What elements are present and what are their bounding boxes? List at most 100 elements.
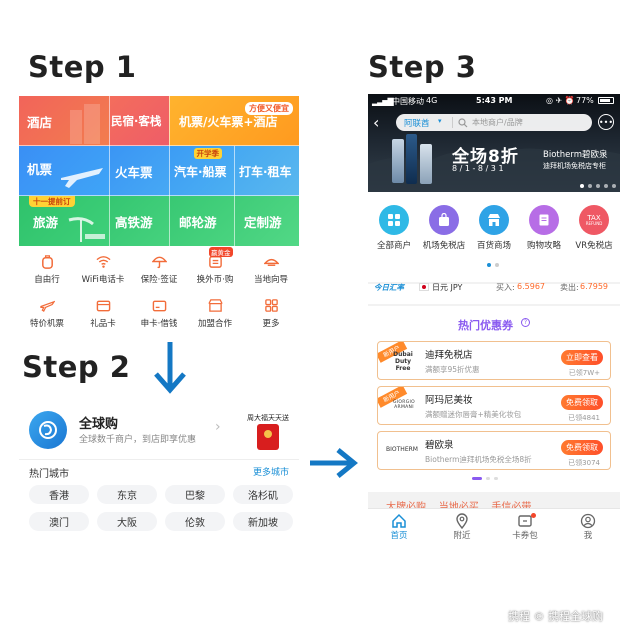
signal-icon: ▂▃▅▇ xyxy=(372,97,394,106)
tile-hotel-label: 酒店 xyxy=(27,114,53,130)
rate-sell-value: 6.7959 xyxy=(580,282,608,291)
rate-buy-label: 买入: xyxy=(496,283,515,292)
claim-coupon-button[interactable]: 免费领取 xyxy=(561,395,603,410)
home-icon xyxy=(392,513,406,528)
divider xyxy=(234,146,235,246)
product-bottle-3 xyxy=(420,144,432,184)
guide-hat-icon xyxy=(263,258,279,266)
icon-local-guide[interactable]: 当地向导 xyxy=(243,254,299,285)
rate-logo: 今日汇率 xyxy=(374,283,404,292)
icon-label: 换外币·购 xyxy=(196,275,234,285)
tile-taxi-rental[interactable]: 打车·租车 xyxy=(234,146,299,196)
city-chip[interactable]: 东京 xyxy=(97,485,157,504)
tile-cruise-label: 邮轮游 xyxy=(179,214,217,230)
chevron-down-icon: ▾ xyxy=(438,117,442,125)
tile-tour[interactable]: 十一提前订 旅游 xyxy=(19,196,109,246)
tile-hsr-tour-label: 高铁游 xyxy=(115,214,153,230)
arrow-down-icon xyxy=(154,342,186,394)
category-vr-dutyfree[interactable]: TAX REFUND VR免税店 xyxy=(569,205,619,251)
search-bar[interactable]: 阿联酋 ▾ 本地商户/品牌 xyxy=(396,114,592,131)
network-type: 4G xyxy=(426,96,438,105)
tile-hotel[interactable]: 酒店 xyxy=(19,96,109,146)
tile-flight[interactable]: 机票 xyxy=(19,146,109,196)
tile-hsr-tour[interactable]: 高铁游 xyxy=(109,196,169,246)
category-label: VR免税店 xyxy=(575,241,613,251)
coupon-desc: Biotherm迪拜机场免税全场8折 xyxy=(425,455,532,464)
tile-train[interactable]: 火车票 xyxy=(109,146,169,196)
icon-card-loan[interactable]: 申卡·借钱 xyxy=(131,298,187,329)
icon-franchise[interactable]: 加盟合作 xyxy=(187,298,243,329)
coupon-logo: GIORGIO ARMANI xyxy=(393,400,415,410)
wifi-icon xyxy=(95,256,111,268)
more-options-icon[interactable]: ••• xyxy=(598,114,614,130)
icon-insurance-visa[interactable]: 保险·签证 xyxy=(131,254,187,285)
city-chip[interactable]: 洛杉矶 xyxy=(233,485,293,504)
more-cities-link[interactable]: 更多城市 xyxy=(253,468,290,478)
city-chip[interactable]: 伦敦 xyxy=(165,512,225,531)
coupon-logo: Dubai Duty Free xyxy=(393,351,413,372)
category-airport-dutyfree[interactable]: 机场免税店 xyxy=(419,205,469,251)
claim-coupon-button[interactable]: 免费领取 xyxy=(561,440,603,455)
hot-coupons-title: 热门优惠券 xyxy=(458,319,513,332)
step1-panel: 酒店 民宿·客栈 机票/火车票+酒店 方便又便宜 机票 火车票 汽车·船票 开学… xyxy=(19,96,299,338)
city-chip[interactable]: 新加坡 xyxy=(233,512,293,531)
tab-home[interactable]: 首页 xyxy=(374,513,424,541)
tax-text: TAX xyxy=(587,213,601,222)
city-chip[interactable]: 大阪 xyxy=(97,512,157,531)
icon-special-flight[interactable]: 特价机票 xyxy=(19,298,75,329)
coupon-card[interactable]: BIOTHERM 碧欧泉 Biotherm迪拜机场免税全场8折 免费领取 已领3… xyxy=(377,431,611,470)
coupon-card[interactable]: 新用户 Dubai Duty Free 迪拜免税店 满额享95折优惠 立即查看 … xyxy=(377,341,611,380)
arrow-right-icon xyxy=(310,448,358,478)
city-chip[interactable]: 巴黎 xyxy=(165,485,225,504)
info-icon[interactable]: ? xyxy=(521,318,530,327)
tile-flight-train-hotel-label: 机票/火车票+酒店 xyxy=(179,114,278,129)
category-department-store[interactable]: 百货商场 xyxy=(469,205,519,251)
tab-me[interactable]: 我 xyxy=(563,513,613,541)
icon-wifi-card[interactable]: WiFi电话卡 xyxy=(75,254,131,285)
icon-label: 更多 xyxy=(262,319,280,329)
location-pin-icon xyxy=(456,513,468,529)
category-all[interactable]: 全部商户 xyxy=(369,205,419,251)
category-label: 机场免税店 xyxy=(422,241,466,251)
section-tabs[interactable]: 大牌必购 当地必买 手信必带 xyxy=(386,502,532,508)
city-selector[interactable]: 阿联酋 xyxy=(404,119,430,129)
airplane-icon xyxy=(39,300,55,313)
banner-brand: Biotherm碧欧泉 xyxy=(543,150,608,160)
red-gift-box-icon[interactable] xyxy=(257,424,279,450)
tile-flight-train-hotel[interactable]: 机票/火车票+酒店 方便又便宜 xyxy=(169,96,299,146)
city-chip[interactable]: 澳门 xyxy=(29,512,89,531)
chevron-right-icon[interactable]: › xyxy=(215,419,221,435)
coupon-logo: BIOTHERM xyxy=(386,446,418,453)
icon-currency-exchange[interactable]: 赢黄金 换外币·购 xyxy=(187,247,243,285)
gift-card-icon xyxy=(96,300,110,312)
rate-buy-value: 6.5967 xyxy=(517,282,545,291)
badge-early: 十一提前订 xyxy=(29,196,75,207)
icon-more[interactable]: 更多 xyxy=(243,298,299,329)
back-icon[interactable]: ‹ xyxy=(373,113,380,132)
tile-custom-tour[interactable]: 定制游 xyxy=(234,196,299,246)
icon-gift-card[interactable]: 礼品卡 xyxy=(75,298,131,329)
product-bottle-1 xyxy=(392,139,404,183)
city-chip[interactable]: 香港 xyxy=(29,485,89,504)
ticket-icon xyxy=(518,515,532,527)
tile-homestay[interactable]: 民宿·客栈 xyxy=(109,96,169,146)
tile-bus-ship[interactable]: 汽车·船票 开学季 xyxy=(169,146,234,196)
search-placeholder: 本地商户/品牌 xyxy=(472,118,523,127)
tab-coupons[interactable]: 卡券包 xyxy=(500,513,550,541)
tab-nearby[interactable]: 附近 xyxy=(437,513,487,541)
view-coupon-button[interactable]: 立即查看 xyxy=(561,350,603,365)
banner-headline: 全场8折 xyxy=(452,147,519,167)
icon-free-travel[interactable]: 自由行 xyxy=(19,254,75,285)
backpack-icon xyxy=(41,255,53,269)
icon-label: 申卡·借钱 xyxy=(140,319,178,329)
tile-cruise[interactable]: 邮轮游 xyxy=(169,196,234,246)
category-label: 购物攻略 xyxy=(526,241,561,251)
tile-custom-tour-label: 定制游 xyxy=(244,214,282,230)
coupon-pager xyxy=(472,477,498,480)
divider xyxy=(19,145,299,146)
category-shopping-guide[interactable]: 购物攻略 xyxy=(519,205,569,251)
divider xyxy=(169,96,170,246)
coupon-card[interactable]: 新用户 GIORGIO ARMANI 阿玛尼美妆 满额赠迷你唇膏+精美化妆包 免… xyxy=(377,386,611,425)
tile-bus-ship-label: 汽车·船票 xyxy=(174,164,227,179)
watermark: 携程 © 携程全球购 xyxy=(508,610,603,623)
